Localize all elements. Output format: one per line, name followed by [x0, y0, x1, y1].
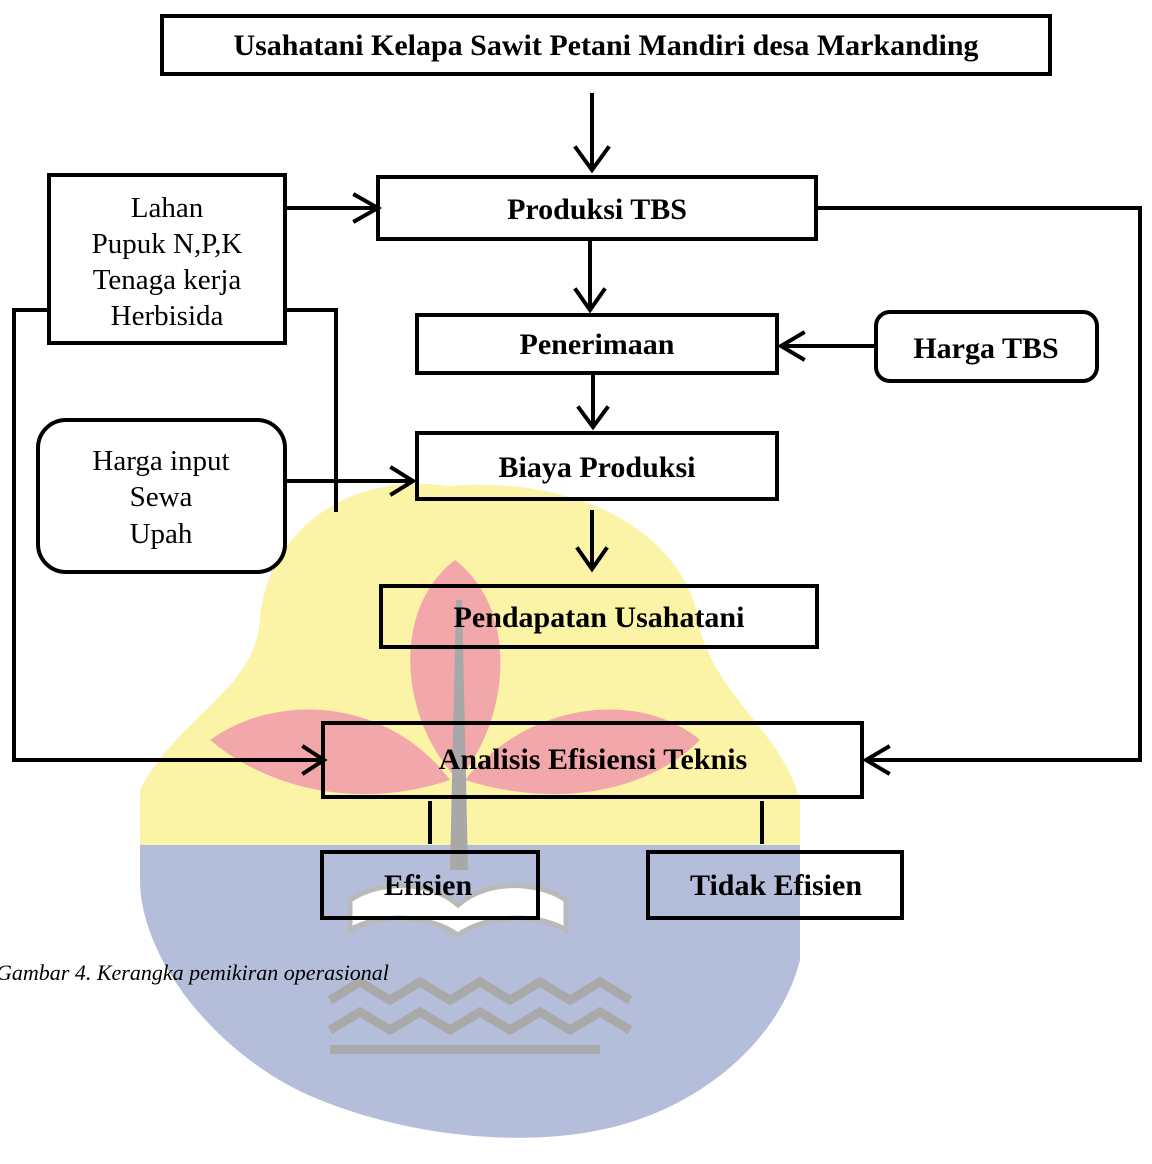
arrowhead-penerimaan-biaya — [576, 405, 610, 431]
arrowhead-costs-biaya — [389, 465, 417, 497]
watermark-base-line — [330, 1045, 600, 1054]
watermark-book — [347, 883, 569, 939]
efisien-label: Efisien — [384, 869, 473, 902]
biaya-box — [415, 431, 779, 501]
line-inputs-biaya — [285, 308, 338, 512]
harga-tbs-box — [874, 310, 1099, 383]
watermark-right-petal — [465, 709, 700, 795]
inputs-box — [47, 173, 287, 345]
biaya-label: Biaya Produksi — [498, 451, 695, 484]
pendapatan-label: Pendapatan Usahatani — [454, 601, 745, 634]
efisien-box — [320, 850, 540, 920]
penerimaan-label: Penerimaan — [520, 328, 675, 361]
produksi-box — [376, 175, 818, 241]
line-produksi-analisis — [816, 206, 1142, 762]
boxes — [36, 14, 1099, 920]
analisis-label: Analisis Efisiensi Teknis — [439, 743, 747, 776]
input-tenaga-kerja: Tenaga kerja — [93, 264, 242, 296]
costs-box — [36, 418, 287, 574]
arrowhead-harga-penerimaan — [777, 330, 806, 362]
connectors — [12, 93, 1142, 844]
line-inputs-analisis — [12, 308, 324, 762]
tidak-efisien-label: Tidak Efisien — [690, 869, 862, 902]
input-pupuk: Pupuk N,P,K — [92, 228, 243, 260]
analisis-box — [321, 721, 864, 799]
produksi-label: Produksi TBS — [507, 193, 687, 226]
arrowhead-produksi-analisis — [862, 744, 891, 776]
cost-harga-input: Harga input — [92, 445, 229, 477]
figure-caption: Gambar 4. Kerangka pemikiran operasional — [0, 960, 389, 985]
watermark-wave-2 — [327, 1006, 633, 1036]
harga-tbs-label: Harga TBS — [913, 332, 1058, 365]
cost-sewa: Sewa — [130, 481, 193, 513]
arrowhead-produksi-penerimaan — [573, 287, 607, 314]
watermark-wave-1 — [327, 976, 633, 1006]
arrowhead-title-produksi — [573, 145, 611, 174]
title-label: Usahatani Kelapa Sawit Petani Mandiri de… — [233, 29, 978, 62]
watermark-left-petal — [210, 709, 450, 795]
cost-upah: Upah — [130, 518, 193, 550]
watermark-blue-band — [140, 845, 800, 1138]
input-herbisida: Herbisida — [111, 300, 224, 332]
arrowhead-biaya-pendapatan — [575, 546, 609, 573]
penerimaan-box — [415, 313, 779, 375]
tidak-efisien-box — [646, 850, 904, 920]
watermark-spire — [450, 600, 468, 870]
pendapatan-box — [379, 584, 819, 649]
title-box — [160, 14, 1052, 76]
input-lahan: Lahan — [131, 192, 204, 224]
